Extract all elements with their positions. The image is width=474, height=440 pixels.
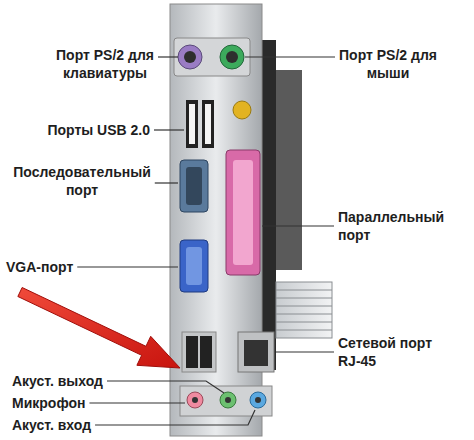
port-label-box: Порты USB 2.0: [8, 121, 150, 139]
capacitor: [233, 101, 251, 119]
rj45-opening: [244, 340, 268, 366]
audio-jacks: [180, 386, 272, 416]
port-label-box: Акуст. вход: [12, 416, 162, 434]
usb-port: [202, 100, 214, 148]
usb-housing: [182, 332, 216, 372]
leader-line: [158, 56, 178, 57]
leader-line: [107, 381, 224, 393]
leader-line: [276, 351, 334, 352]
parallel-port: [226, 150, 260, 275]
usb-ports-bottom: [182, 332, 216, 372]
ps2-keyboard-port: [178, 45, 202, 69]
parallel-pins: [233, 160, 253, 265]
port-label-box: Акуст. выход: [12, 372, 162, 390]
port-label-box: Последовательный порт: [2, 163, 162, 199]
ps2-socket: [184, 51, 196, 63]
board-edge: [276, 70, 302, 270]
port-label-box: Микрофон: [12, 394, 162, 412]
leader-line: [262, 225, 334, 226]
jack-hole: [192, 397, 198, 403]
vga-connector: [180, 240, 208, 292]
port-label-box: Сетевой порт RJ-45: [338, 334, 458, 370]
heatsink: [276, 282, 332, 338]
port-label: Параллельный порт: [338, 209, 444, 243]
audio-jack: [187, 392, 203, 408]
vga-port: [180, 240, 208, 292]
heatsink-fin: [276, 306, 332, 307]
rj45-housing: [238, 332, 274, 372]
port-label: Акуст. вход: [12, 417, 91, 433]
port-label: Акуст. выход: [12, 373, 103, 389]
heatsink-base: [276, 282, 332, 338]
heatsink-fin: [276, 322, 332, 323]
usb-tongue: [205, 104, 211, 144]
usb-ports-top: [186, 100, 214, 148]
jack-hole: [255, 397, 261, 403]
leader-line: [95, 410, 255, 425]
usb-port: [186, 336, 198, 368]
port-label-box: VGA-порт: [6, 258, 156, 276]
parallel-connector: [226, 150, 260, 275]
heatsink-fin: [276, 298, 332, 299]
audio-housing: [180, 386, 272, 416]
card-slot: [262, 40, 276, 370]
leader-line: [89, 402, 185, 403]
port-label: Порты USB 2.0: [47, 122, 150, 138]
leader-line: [77, 266, 178, 267]
port-label: Сетевой порт RJ-45: [338, 335, 432, 369]
serial-port: [180, 160, 208, 212]
leader-line: [245, 56, 335, 57]
port-label-box: Параллельный порт: [338, 208, 458, 244]
port-label-box: Порт PS/2 для клавиатуры: [40, 46, 170, 82]
ps2-housing: [174, 38, 250, 76]
heatsink-fin: [276, 330, 332, 331]
rj45-port: [238, 332, 274, 372]
ps2-ports: [174, 38, 250, 76]
usb-port: [200, 336, 212, 368]
usb-port: [186, 100, 198, 148]
heatsink-fin: [276, 290, 332, 291]
audio-jack: [220, 392, 236, 408]
vga-pins: [186, 247, 202, 285]
serial-connector: [180, 160, 208, 212]
jack-hole: [225, 397, 231, 403]
pointer-arrow: [18, 288, 180, 369]
port-label: VGA-порт: [6, 259, 73, 275]
leader-line: [155, 182, 178, 183]
port-label: Последовательный порт: [13, 164, 151, 198]
heatsink-fin: [276, 314, 332, 315]
ps2-socket: [226, 51, 238, 63]
usb-tongue: [189, 104, 195, 144]
port-label: Порт PS/2 для клавиатуры: [56, 47, 154, 81]
ps2-mouse-port: [220, 45, 244, 69]
port-label: Микрофон: [12, 395, 85, 411]
audio-jack: [250, 392, 266, 408]
leader-line: [154, 129, 184, 130]
port-label: Порт PS/2 для мыши: [339, 47, 437, 81]
port-label-box: Порт PS/2 для мыши: [322, 46, 454, 82]
serial-pins: [186, 167, 202, 205]
